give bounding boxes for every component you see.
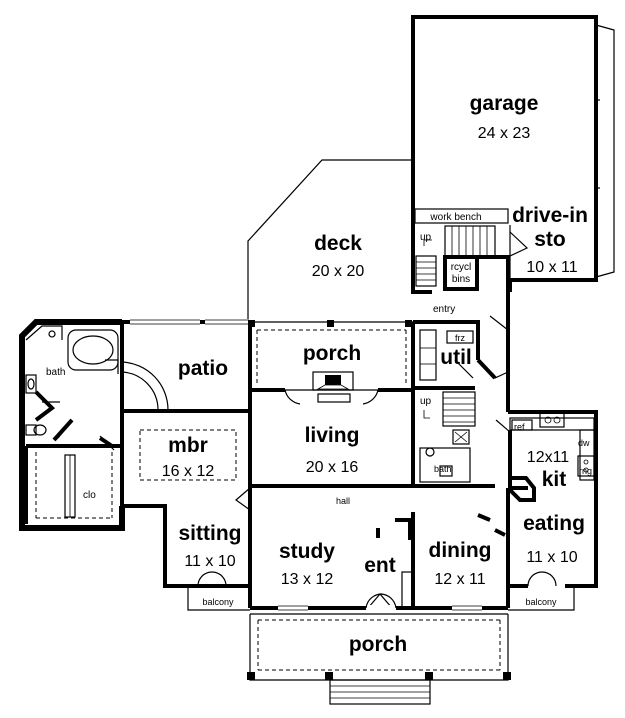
garage-structure xyxy=(411,15,615,294)
label-balcony-right: balcony xyxy=(525,597,557,607)
master-bath xyxy=(24,325,169,524)
label-clo: clo xyxy=(83,490,96,501)
room-label-sitting: sitting xyxy=(179,522,242,545)
room-dims-living: 20 x 16 xyxy=(306,459,359,476)
back-porch xyxy=(248,320,412,385)
mbr-bed-outline xyxy=(139,429,237,481)
room-dims-garage: 24 x 23 xyxy=(478,125,531,142)
util-area xyxy=(419,315,509,483)
room-label-kit: kit xyxy=(542,468,567,491)
fireplace xyxy=(284,371,379,405)
label-bath-half: bath xyxy=(434,464,452,474)
room-dims-study: 13 x 12 xyxy=(281,571,334,588)
room-label-drive-in: drive-in xyxy=(512,204,588,227)
room-label-living: living xyxy=(305,424,360,447)
room-label-eating: eating xyxy=(523,512,585,535)
room-dims-kit: 12x11 xyxy=(527,449,570,466)
room-label-porch-front: porch xyxy=(349,633,407,656)
room-dims-mbr: 16 x 12 xyxy=(162,463,215,480)
label-up-util: up xyxy=(420,396,432,407)
label-work-bench: work bench xyxy=(429,212,481,223)
room-label-porch-back: porch xyxy=(303,342,361,365)
room-label-util: util xyxy=(440,346,472,369)
freezer xyxy=(446,330,474,344)
label-balcony-left: balcony xyxy=(202,597,234,607)
label-frz: frz xyxy=(455,333,465,343)
room-dims-deck: 20 x 20 xyxy=(312,263,365,280)
label-rng: rng xyxy=(579,466,592,476)
label-dw: dw xyxy=(578,438,590,448)
label-rcycl: rcycl xyxy=(451,262,472,273)
room-label-dining: dining xyxy=(429,539,492,562)
label-ref: ref xyxy=(514,422,525,432)
label-hall: hall xyxy=(336,496,350,506)
kitchen-fixtures xyxy=(495,412,595,502)
room-label-sto: sto xyxy=(534,228,566,251)
label-entry: entry xyxy=(433,304,455,315)
front-interior xyxy=(235,487,506,611)
room-dims-sitting: 11 x 10 xyxy=(184,553,235,570)
balconies xyxy=(187,571,575,611)
front-porch xyxy=(247,613,511,705)
fixture-labels: work bench up rcycl bins entry frz up ba… xyxy=(46,212,592,607)
label-up-garage: up xyxy=(420,232,432,243)
label-bins: bins xyxy=(452,274,470,285)
room-label-study: study xyxy=(279,540,335,563)
label-bath-master: bath xyxy=(46,367,65,378)
room-dims-dining: 12 x 11 xyxy=(434,571,485,588)
house-walls xyxy=(19,292,598,610)
room-label-garage: garage xyxy=(470,92,539,115)
room-labels: garage 24 x 23 drive-in sto 10 x 11 deck… xyxy=(162,92,588,656)
room-dims-eating: 11 x 10 xyxy=(526,549,577,566)
room-label-mbr: mbr xyxy=(168,434,208,457)
room-label-patio: patio xyxy=(178,357,228,380)
room-label-ent: ent xyxy=(364,554,396,577)
room-dims-drive-in: 10 x 11 xyxy=(526,259,577,276)
room-label-deck: deck xyxy=(314,232,362,255)
recycle-bins xyxy=(443,255,479,291)
